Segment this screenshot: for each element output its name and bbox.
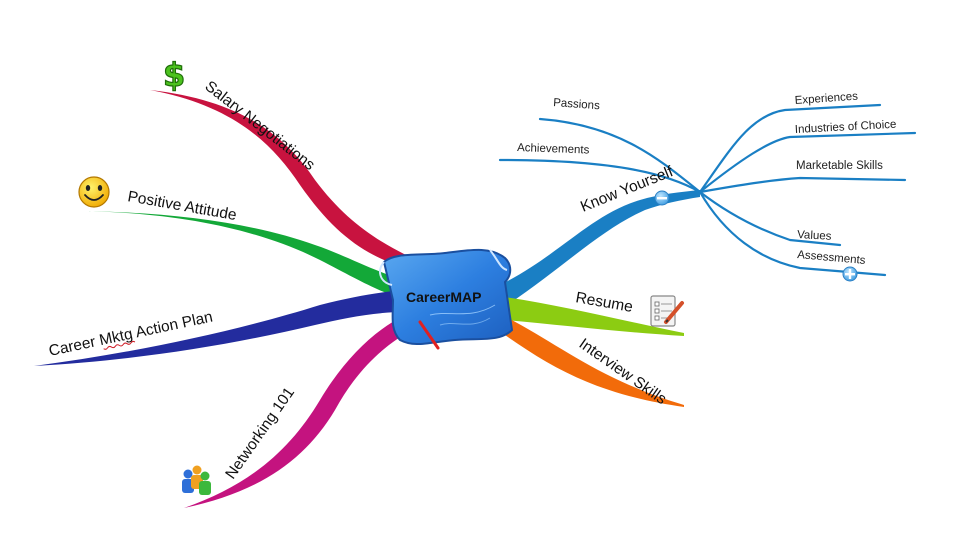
label-industries-of-choice[interactable]: Industries of Choice	[795, 119, 897, 136]
people-icon	[182, 465, 211, 495]
branch-know-yourself[interactable]	[500, 190, 700, 305]
central-node[interactable]: CareerMAP	[379, 248, 514, 350]
plus-icon[interactable]	[842, 266, 858, 282]
branch-positive-attitude[interactable]	[75, 211, 410, 300]
label-networking-101[interactable]: Networking 101	[222, 384, 298, 482]
svg-text:$: $	[163, 56, 185, 94]
branch-networking-101[interactable]	[184, 315, 412, 508]
central-title: CareerMAP	[406, 289, 481, 305]
line-experiences[interactable]	[698, 103, 882, 194]
minus-icon[interactable]	[654, 190, 670, 206]
branch-salary-negotiations[interactable]	[150, 90, 412, 268]
dollar-icon: $	[162, 55, 185, 94]
line-values[interactable]	[698, 190, 842, 247]
branch-resume[interactable]	[505, 297, 684, 336]
line-industries[interactable]	[698, 131, 917, 194]
label-achievements[interactable]: Achievements	[517, 142, 590, 157]
line-marketable[interactable]	[698, 176, 907, 194]
label-passions[interactable]: Passions	[553, 97, 601, 112]
line-assessments[interactable]	[698, 190, 887, 277]
spellcheck-underline	[103, 340, 136, 350]
line-passions[interactable]	[538, 117, 702, 194]
smiley-icon	[78, 176, 110, 208]
label-salary-negotiations[interactable]: Salary Negotiations	[202, 78, 319, 174]
branch-career-mktg-action-plan[interactable]	[34, 290, 405, 366]
branch-interview-skills[interactable]	[505, 318, 684, 407]
label-values[interactable]: Values	[797, 229, 832, 243]
label-experiences[interactable]: Experiences	[794, 91, 858, 107]
label-marketable-skills[interactable]: Marketable Skills	[796, 160, 883, 172]
know-yourself-subbranches	[498, 103, 917, 277]
line-achievements[interactable]	[498, 158, 702, 194]
notepad-pencil-icon	[650, 295, 684, 327]
label-assessments[interactable]: Assessments	[797, 249, 866, 267]
pencil-accent	[418, 320, 440, 350]
